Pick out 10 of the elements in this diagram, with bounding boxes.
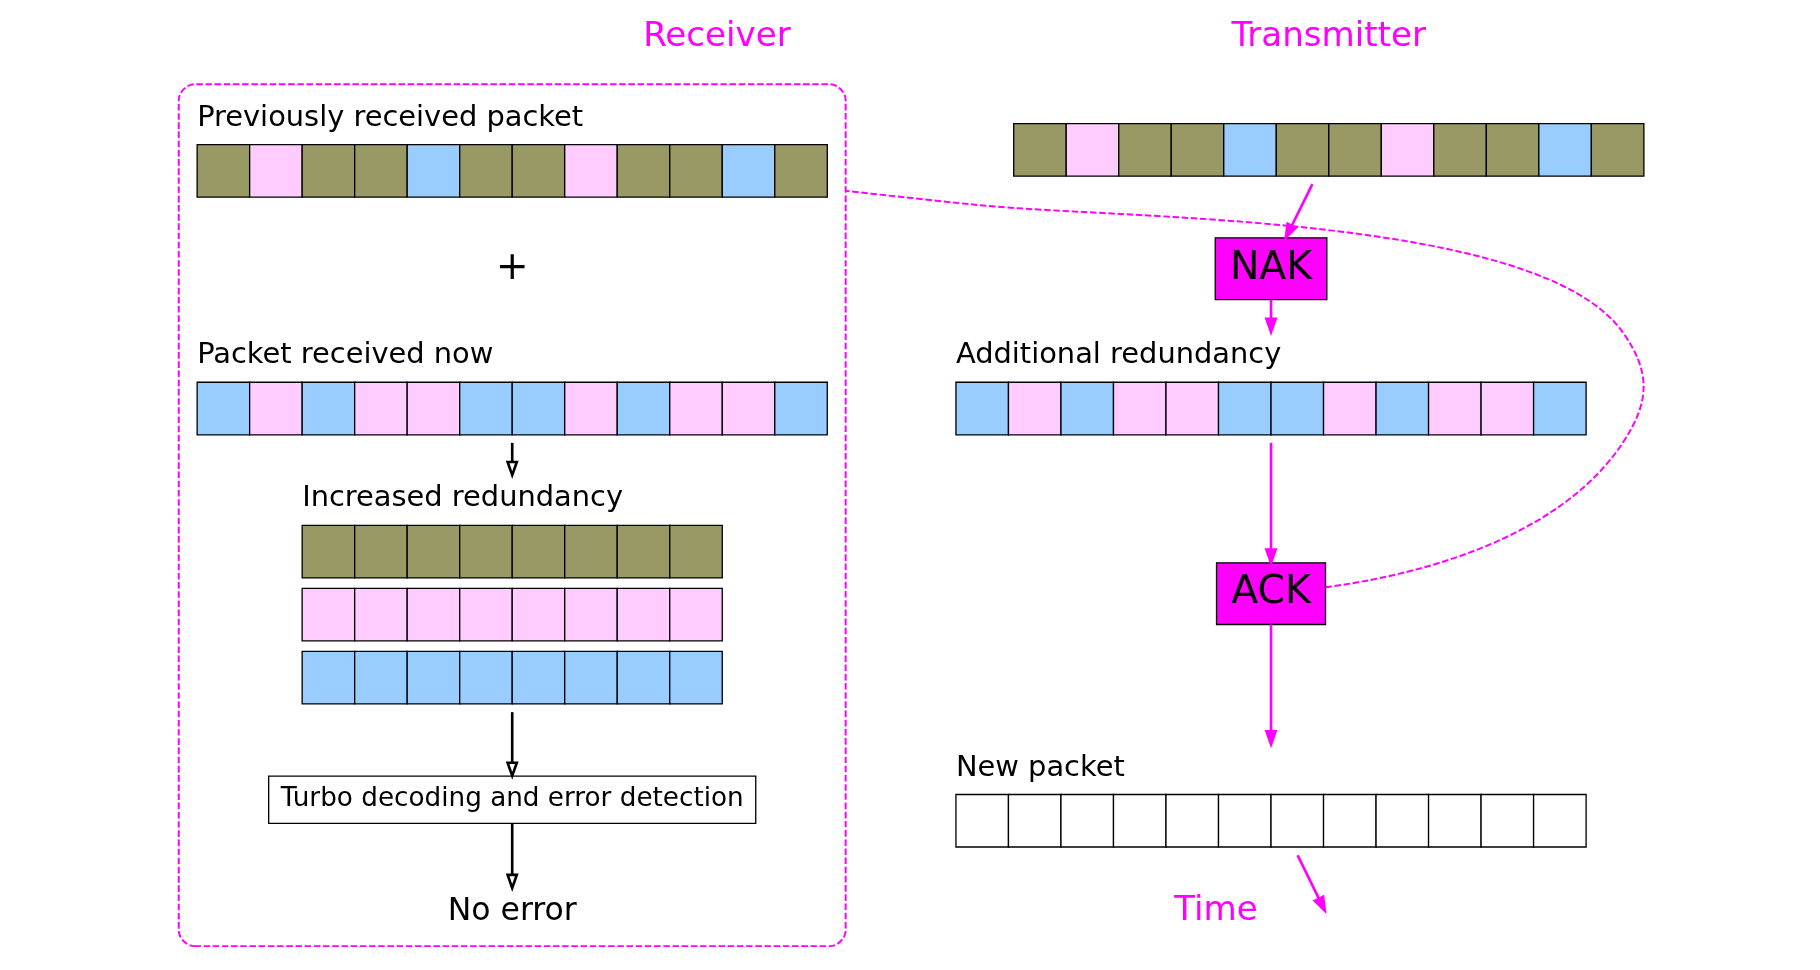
node-label: Packet received now xyxy=(197,336,494,371)
label: Transmitter xyxy=(1231,13,1427,54)
node-text: No error xyxy=(447,891,577,928)
label: + xyxy=(495,241,529,288)
node-label: Previously received packet xyxy=(197,98,584,133)
node-label: Increased redundancy xyxy=(302,479,624,514)
node-text: New packet xyxy=(955,748,1125,783)
node-label: Additional redundancy xyxy=(955,336,1282,371)
label: Receiver xyxy=(643,13,791,54)
label: Time xyxy=(1174,888,1258,929)
